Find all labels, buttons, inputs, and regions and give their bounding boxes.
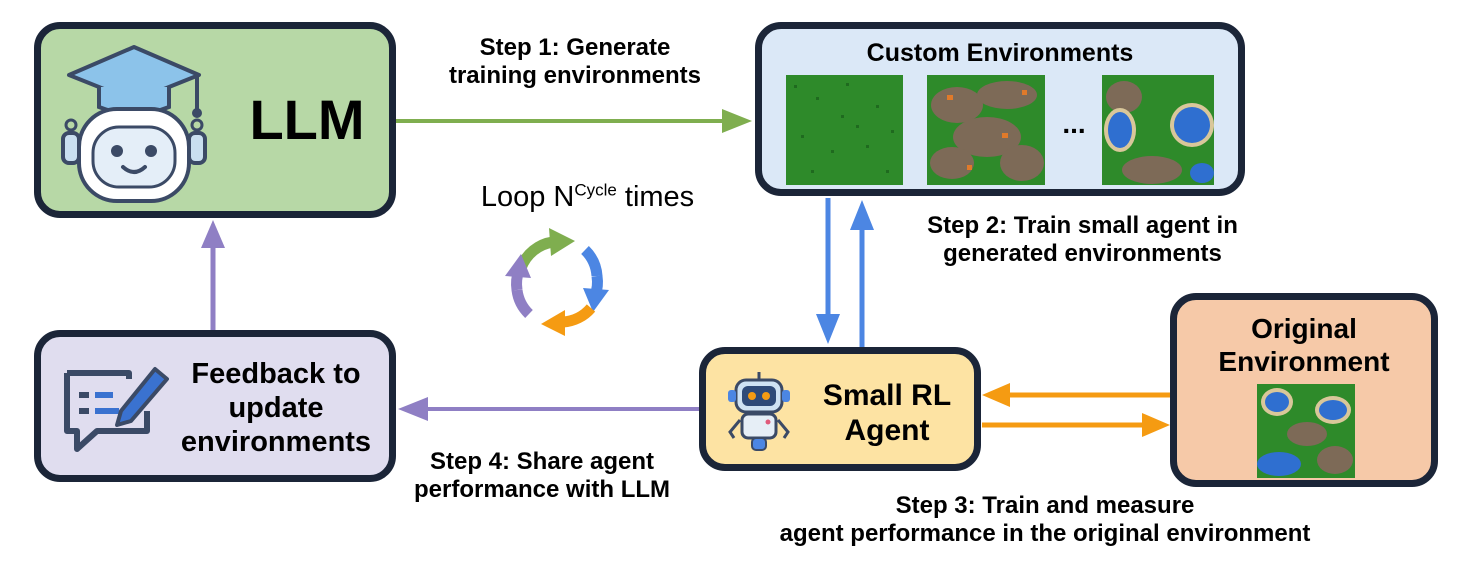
env-map-3	[1102, 75, 1214, 185]
step1-text: Step 1: Generate training environments	[400, 34, 750, 91]
loop-suffix: times	[616, 181, 695, 213]
step1-line1: Step 1: Generate	[479, 34, 671, 61]
loop-prefix: Loop N	[480, 181, 575, 213]
feedback-to-llm-arrow	[201, 220, 225, 330]
step3-arrow-left	[982, 383, 1170, 407]
llm-box: LLM	[34, 22, 396, 218]
env-map-1	[786, 75, 903, 185]
step3-line2: agent performance in the original enviro…	[779, 520, 1311, 548]
robot-agent-icon	[728, 372, 790, 451]
step2-arrow-down	[816, 198, 840, 344]
original-environment-label: Original Environment	[1218, 313, 1390, 378]
step3-text: Step 3: Train and measure agent performa…	[700, 492, 1390, 549]
cycle-arrows-icon	[505, 228, 609, 336]
ellipsis: ...	[1062, 108, 1086, 139]
agent-label: Small RL Agent	[822, 379, 952, 448]
robot-graduate-icon	[61, 45, 207, 203]
step4-text: Step 4: Share agent performance with LLM	[392, 448, 692, 505]
step4-arrow	[398, 397, 699, 421]
feedback-label: Feedback to update environments	[180, 358, 372, 459]
custom-environments-title: Custom Environments	[866, 39, 1134, 67]
step4-line2: performance with LLM	[413, 476, 671, 504]
small-rl-agent-box: Small RL Agent	[699, 347, 981, 471]
llm-label: LLM	[249, 88, 365, 151]
step2-arrow-up	[850, 200, 874, 347]
loop-label: Loop NCycle times	[455, 180, 720, 214]
step1-line2: training environments	[448, 62, 702, 90]
loop-superscript: Cycle	[574, 180, 617, 200]
original-env-map	[1257, 384, 1355, 478]
step4-line1: Step 4: Share agent	[429, 448, 655, 475]
chat-edit-icon	[64, 367, 169, 452]
original-environment-box: Original Environment	[1170, 293, 1438, 487]
step3-line1: Step 3: Train and measure	[895, 492, 1195, 519]
step2-line1: Step 2: Train small agent in	[927, 212, 1238, 239]
step2-line2: generated environments	[943, 240, 1222, 268]
custom-environments-box: Custom Environments ...	[755, 22, 1245, 196]
step2-text: Step 2: Train small agent in generated e…	[885, 212, 1280, 269]
step3-arrow-right	[982, 413, 1170, 437]
step1-arrow	[396, 109, 752, 133]
env-map-2	[927, 75, 1045, 185]
feedback-box: Feedback to update environments	[34, 330, 396, 482]
